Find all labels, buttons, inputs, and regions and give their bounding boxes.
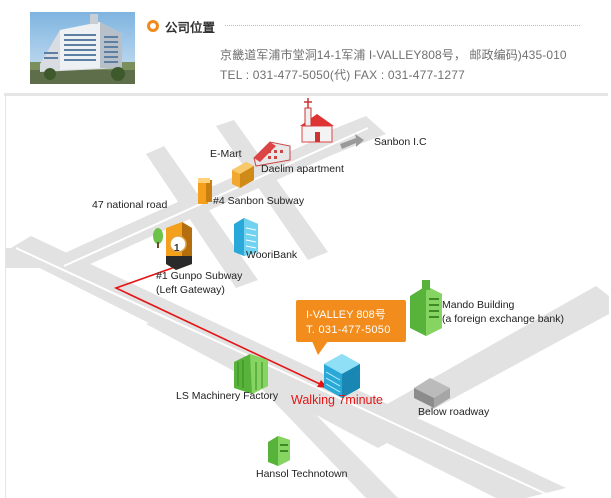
mando-building-label: Mando Building [442, 299, 515, 311]
location-map: 1 Sanbon I.C E-Mart Daelim apartment 47 … [5, 96, 609, 498]
sanbon-ic-label: Sanbon I.C [374, 136, 427, 148]
office-building-photo [30, 12, 135, 84]
ls-machinery-building-icon [234, 354, 268, 394]
i-valley-callout: I-VALLEY 808号 T. 031-477-5050 [296, 300, 406, 342]
address-text: 京畿道军浦市堂洞14-1军浦 I-VALLEY808号， 邮政编码)435-01… [220, 48, 567, 62]
mando-subtitle-label: (a foreign exchange bank) [442, 313, 564, 325]
emart-building-icon [232, 162, 254, 188]
callout-name: I-VALLEY 808号 [306, 309, 386, 321]
callout-tel: T. 031-477-5050 [306, 324, 391, 336]
gunpo-subway-icon [166, 222, 192, 270]
sanbon-subway-icon [198, 178, 212, 204]
gunpo-subway-label: #1 Gunpo Subway [156, 270, 243, 282]
sanbon-subway-label: #4 Sanbon Subway [213, 195, 305, 207]
below-roadway-icon [414, 378, 450, 408]
section-title: 公司位置 [165, 21, 216, 35]
emart-label: E-Mart [210, 148, 242, 160]
hansol-building-icon [268, 436, 290, 466]
wooribank-label: WooriBank [246, 249, 298, 261]
title-divider [225, 25, 580, 26]
sanbon-ic-arrow-icon [340, 134, 364, 149]
station-number-badge: 1 [174, 243, 180, 254]
i-valley-building-icon [324, 354, 360, 398]
hansol-label: Hansol Technotown [256, 468, 348, 480]
mando-building-icon [410, 280, 442, 336]
church-icon [300, 98, 334, 143]
below-roadway-label: Below roadway [418, 406, 490, 418]
daelim-apartment-icon [253, 141, 291, 167]
daelim-apartment-label: Daelim apartment [261, 163, 344, 175]
callout-pointer [312, 341, 328, 355]
contact-text: TEL : 031-477-5050(代) FAX : 031-477-1277 [220, 68, 466, 82]
ls-machinery-label: LS Machinery Factory [176, 390, 279, 402]
walking-route-line [113, 265, 323, 386]
wooribank-building-icon [234, 218, 258, 256]
company-location-header: 公司位置 京畿道军浦市堂洞14-1军浦 I-VALLEY808号， 邮政编码)4… [0, 0, 611, 95]
header-divider [4, 93, 608, 96]
left-gateway-label: (Left Gateway) [156, 284, 225, 296]
tree-icon [153, 228, 163, 248]
national-road-label: 47 national road [92, 199, 168, 211]
bullet-icon [147, 20, 159, 32]
walking-time-label: Walking 7minute [291, 393, 383, 407]
